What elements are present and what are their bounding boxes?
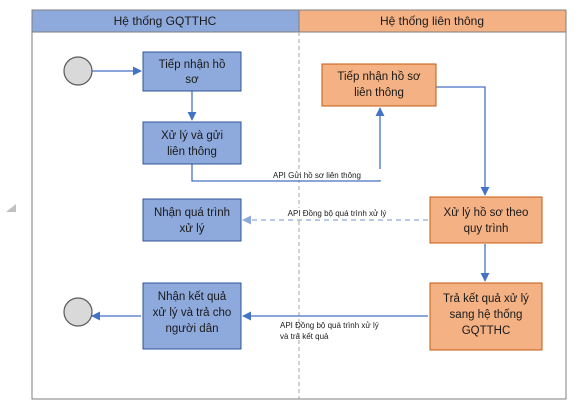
node-return-result: Trả kết quả xử lý sang hệ thống GQTTHC bbox=[429, 282, 543, 351]
node-receive-result-line-3: người dân bbox=[166, 323, 219, 335]
edge-linked-to-procedure bbox=[436, 86, 490, 196]
node-receive-process: Nhận quá trình xử lý bbox=[142, 198, 242, 242]
lane-title-right: Hệ thống liên thông bbox=[380, 14, 484, 28]
node-receive-linked: Tiếp nhận hồ sơ liên thông bbox=[321, 63, 437, 107]
node-receive-result: Nhận kết quả xử lý và trả cho người dân bbox=[142, 282, 242, 350]
node-process-send: Xử lý và gửi liên thông bbox=[142, 121, 242, 165]
edge-label-api-send-line-1: API Gửi hồ sơ liên thông bbox=[273, 171, 361, 180]
end-node bbox=[63, 297, 93, 327]
node-return-result-line-1: Trả kết quả xử lý bbox=[443, 293, 529, 305]
node-process-send-line-2: liên thông bbox=[167, 146, 217, 158]
node-return-result-line-2: sang hệ thống bbox=[450, 309, 523, 321]
node-receive-linked-line-1: Tiếp nhận hồ sơ bbox=[337, 71, 421, 83]
start-node bbox=[63, 56, 93, 86]
resize-triangle-icon bbox=[6, 204, 16, 212]
node-receive-dossier: Tiếp nhận hồ sơ bbox=[142, 51, 242, 92]
lane-header-right bbox=[298, 9, 567, 33]
lane-title-left: Hệ thống GQTTHC bbox=[114, 14, 217, 28]
node-receive-result-line-1: Nhận kết quả bbox=[158, 291, 227, 303]
edge-label-api-sync-result: API Đồng bộ quá trình xử lý và trả kết q… bbox=[280, 321, 379, 341]
node-receive-result-line-2: xử lý và trả cho bbox=[153, 307, 232, 319]
node-process-by-procedure-line-2: quy trình bbox=[464, 223, 509, 235]
node-process-by-procedure-line-1: Xử lý hồ sơ theo bbox=[444, 207, 529, 219]
node-receive-process-line-1: Nhận quá trình bbox=[154, 207, 230, 219]
node-receive-process-line-2: xử lý bbox=[180, 223, 205, 235]
edge-label-api-sync-result-line-2: và trả kết quả bbox=[280, 332, 329, 341]
node-receive-dossier-line-1: Tiếp nhận hồ bbox=[159, 59, 226, 71]
node-process-by-procedure: Xử lý hồ sơ theo quy trình bbox=[429, 196, 543, 244]
edge-api-send bbox=[191, 107, 385, 182]
edge-label-api-sync-line-1: API Đồng bộ quá trình xử lý bbox=[288, 209, 387, 218]
node-return-result-line-3: GQTTHC bbox=[462, 325, 511, 337]
node-receive-linked-line-2: liên thông bbox=[354, 87, 404, 99]
node-process-send-line-1: Xử lý và gửi bbox=[161, 130, 223, 142]
edge-label-api-sync: API Đồng bộ quá trình xử lý bbox=[276, 208, 398, 219]
edge-label-api-sync-result-line-1: API Đồng bộ quá trình xử lý bbox=[280, 321, 379, 330]
edge-label-api-send: API Gửi hồ sơ liên thông bbox=[252, 169, 382, 180]
node-receive-dossier-line-2: sơ bbox=[185, 74, 199, 86]
